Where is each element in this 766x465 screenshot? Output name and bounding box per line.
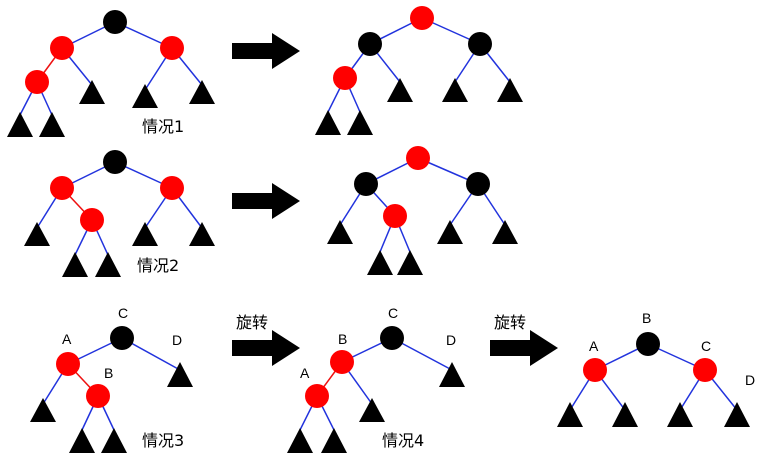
black-node bbox=[110, 326, 134, 350]
subtree-triangle bbox=[189, 80, 215, 104]
node-label-D: D bbox=[745, 372, 755, 388]
red-node bbox=[583, 358, 607, 382]
rotate-label-2: 旋转 bbox=[494, 313, 526, 332]
red-node bbox=[86, 384, 110, 408]
node-label-A: A bbox=[62, 331, 72, 347]
subtree-triangle bbox=[39, 112, 65, 137]
subtree-triangle bbox=[132, 84, 158, 108]
case1-after-tree bbox=[315, 6, 523, 135]
subtree-triangle bbox=[347, 110, 373, 135]
result-tree bbox=[557, 332, 750, 427]
case3-label: 情况3 bbox=[142, 431, 184, 450]
case3-tree bbox=[30, 326, 193, 453]
node-label-C: C bbox=[701, 338, 711, 354]
subtree-triangle bbox=[439, 362, 465, 387]
red-node bbox=[56, 352, 80, 376]
red-node bbox=[25, 70, 49, 94]
node-label-B: B bbox=[338, 331, 347, 347]
subtree-triangle bbox=[397, 250, 423, 275]
red-node bbox=[383, 204, 407, 228]
black-node bbox=[466, 172, 490, 196]
red-node bbox=[333, 66, 357, 90]
node-label-C: C bbox=[118, 305, 128, 321]
subtree-triangle bbox=[7, 112, 33, 137]
case2-before-tree bbox=[24, 150, 215, 277]
red-node bbox=[406, 146, 430, 170]
black-node bbox=[636, 332, 660, 356]
subtree-triangle bbox=[69, 428, 95, 453]
red-node bbox=[330, 350, 354, 374]
subtree-triangle bbox=[189, 222, 215, 246]
node-label-C: C bbox=[388, 305, 398, 321]
red-node bbox=[50, 36, 74, 60]
black-node bbox=[103, 150, 127, 174]
subtree-triangle bbox=[612, 402, 638, 427]
black-node bbox=[103, 10, 127, 34]
subtree-triangle bbox=[437, 220, 463, 244]
subtree-triangle bbox=[132, 222, 158, 246]
red-node bbox=[160, 176, 184, 200]
node-label-B: B bbox=[104, 365, 113, 381]
red-node bbox=[305, 384, 329, 408]
node-label-D: D bbox=[446, 332, 456, 348]
subtree-triangle bbox=[95, 252, 121, 277]
rotate-arrow-2 bbox=[490, 330, 558, 366]
transform-arrow bbox=[232, 183, 300, 219]
red-node bbox=[80, 208, 104, 232]
subtree-triangle bbox=[62, 252, 88, 277]
transform-arrow bbox=[232, 33, 300, 69]
subtree-triangle bbox=[667, 402, 693, 427]
node-label-B: B bbox=[642, 310, 651, 326]
red-node bbox=[50, 176, 74, 200]
case1-before-tree bbox=[7, 10, 215, 137]
subtree-triangle bbox=[442, 78, 468, 102]
red-node bbox=[693, 358, 717, 382]
subtree-triangle bbox=[287, 428, 313, 453]
subtree-triangle bbox=[327, 220, 353, 244]
subtree-triangle bbox=[359, 398, 385, 422]
subtree-triangle bbox=[79, 80, 105, 104]
red-node bbox=[410, 6, 434, 30]
case4-tree bbox=[287, 326, 465, 453]
subtree-triangle bbox=[724, 402, 750, 427]
black-node bbox=[380, 326, 404, 350]
subtree-triangle bbox=[557, 402, 583, 427]
node-label-A: A bbox=[589, 338, 599, 354]
node-label-A: A bbox=[300, 365, 310, 381]
subtree-triangle bbox=[24, 222, 50, 246]
subtree-triangle bbox=[387, 78, 413, 102]
case2-label: 情况2 bbox=[137, 256, 179, 275]
black-node bbox=[354, 172, 378, 196]
node-label-D: D bbox=[172, 332, 182, 348]
subtree-triangle bbox=[367, 250, 393, 275]
red-node bbox=[160, 36, 184, 60]
case4-label: 情况4 bbox=[382, 431, 424, 450]
subtree-triangle bbox=[497, 78, 523, 102]
case2-after-tree bbox=[327, 146, 518, 275]
subtree-triangle bbox=[315, 110, 341, 135]
rotate-arrow-1 bbox=[232, 330, 300, 366]
black-node bbox=[358, 32, 382, 56]
case1-label: 情况1 bbox=[142, 117, 184, 136]
subtree-triangle bbox=[167, 362, 193, 387]
rotate-label-1: 旋转 bbox=[236, 313, 268, 332]
subtree-triangle bbox=[101, 428, 127, 453]
subtree-triangle bbox=[492, 220, 518, 244]
black-node bbox=[468, 32, 492, 56]
subtree-triangle bbox=[321, 428, 347, 453]
subtree-triangle bbox=[30, 398, 56, 422]
